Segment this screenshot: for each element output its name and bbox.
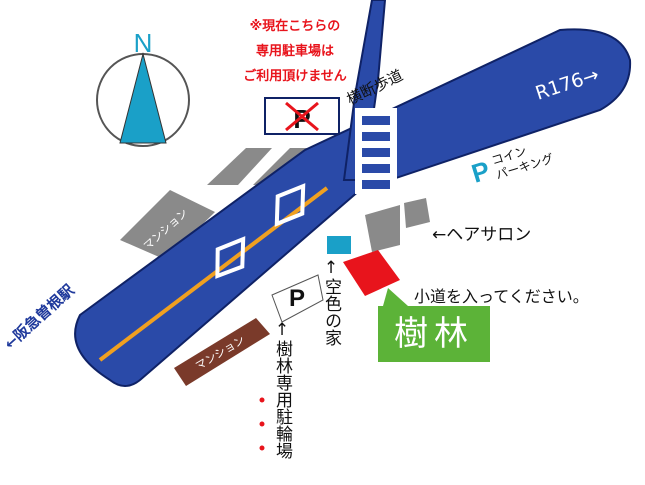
jurin-parking-symbol: P	[289, 285, 305, 312]
compass-needle	[119, 52, 167, 144]
crosswalk	[355, 108, 397, 194]
closed-parking-sign: P	[264, 97, 340, 135]
jurin-parking: P	[271, 274, 324, 323]
jurin-parking-label: ↑樹林専用駐輪場	[272, 320, 292, 459]
parking-bullets	[259, 397, 265, 451]
compass-rose: N	[96, 28, 190, 147]
hair-salon-building	[404, 198, 430, 228]
building-upper-1	[207, 148, 272, 185]
notice-line-2: 専用駐車場は	[255, 44, 334, 59]
main-road: R176→	[74, 0, 632, 387]
notice-block: ※現在こちらの 専用駐車場は ご利用頂けません	[225, 14, 365, 89]
jurin-sign: 樹林	[378, 306, 490, 362]
jurin-sign-pointer	[383, 288, 408, 306]
building-right-1	[365, 205, 400, 252]
mansion-upper	[120, 190, 215, 260]
road-center-line	[98, 186, 329, 362]
jurin-parking-box	[271, 274, 324, 323]
notice-line-3: ご利用頂けません	[243, 69, 347, 84]
closed-parking-symbol: P	[293, 104, 310, 134]
akiiro-house	[327, 236, 351, 254]
jurin-sign-label: 樹林	[394, 314, 474, 354]
akiiro-label: ↑空色の家	[321, 258, 341, 346]
road-diamond-2	[274, 183, 306, 227]
road-diamond-1	[215, 236, 246, 279]
station-label: ←阪急曽根駅	[1, 280, 79, 353]
closed-cross-2	[285, 101, 319, 132]
hair-salon-label: ←ヘアサロン	[432, 225, 532, 245]
notice-line-1: ※現在こちらの	[249, 19, 341, 34]
buildings-right	[365, 198, 430, 252]
mansion-lower-shape	[174, 318, 270, 386]
path-instruction: 小道を入ってください。	[414, 287, 589, 306]
compass-label: N	[134, 28, 153, 58]
road-surface	[74, 28, 632, 387]
jurin-building	[343, 250, 400, 296]
